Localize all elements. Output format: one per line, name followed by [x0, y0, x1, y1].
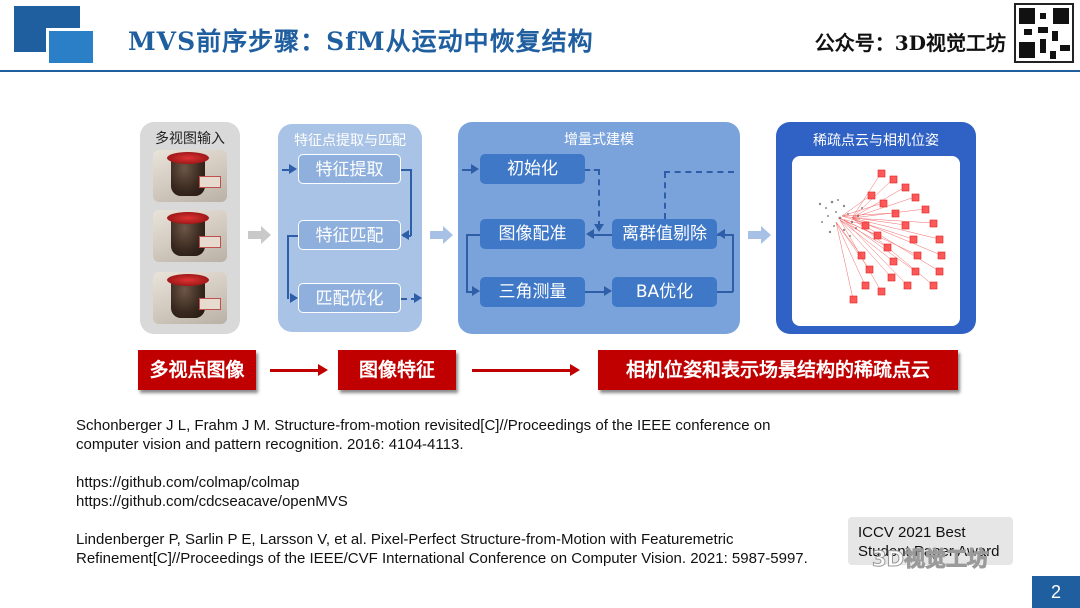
input-image-thumbnail	[153, 150, 227, 202]
award-badge: ICCV 2021 Best Student Paper Award	[848, 517, 1013, 565]
slide-title: MVS前序步骤：SfM从运动中恢复结构	[128, 27, 594, 56]
sparse-reconstruction-image	[792, 156, 960, 326]
feature-extraction-box: 特征提取	[298, 154, 401, 184]
qr-code-icon	[1014, 3, 1074, 63]
flow-box-poses-and-sparse-cloud: 相机位姿和表示场景结构的稀疏点云	[598, 350, 958, 390]
connector	[401, 169, 411, 171]
arrow-right-icon	[414, 293, 422, 303]
feature-matching-box: 特征匹配	[298, 220, 401, 250]
watermark: 3D视觉工坊	[871, 547, 989, 572]
arrow-right-icon	[471, 164, 479, 174]
connector	[717, 291, 733, 293]
connector	[466, 234, 468, 292]
reference-line: Lindenberger P, Sarlin P E, Larsson V, e…	[76, 531, 734, 548]
flow-box-image-features: 图像特征	[338, 350, 456, 390]
image-registration-box: 图像配准	[480, 219, 585, 249]
input-image-thumbnail	[153, 210, 227, 262]
arrow-left-icon	[401, 230, 409, 240]
logo-square-front	[46, 28, 96, 66]
connector	[282, 169, 290, 171]
reference-link[interactable]: https://github.com/cdcseacave/openMVS	[76, 493, 348, 510]
sparse-output-panel-label: 稀疏点云与相机位姿	[813, 133, 939, 149]
connector	[287, 235, 298, 237]
arrow-right-icon	[290, 293, 298, 303]
award-line-1: ICCV 2021 Best	[858, 524, 966, 541]
header-divider	[0, 70, 1080, 72]
connector	[594, 234, 612, 236]
arrow-right-icon	[604, 286, 612, 296]
arrow-left-icon	[717, 229, 725, 239]
connector	[598, 169, 600, 227]
incremental-panel-label: 增量式建模	[564, 132, 634, 148]
feature-panel-label: 特征点提取与匹配	[294, 133, 406, 149]
flow-arrow-icon	[270, 364, 328, 376]
connector	[462, 169, 472, 171]
connector	[466, 291, 472, 293]
connector	[401, 298, 417, 300]
camera-poses-illustration	[818, 169, 946, 304]
connector	[717, 234, 733, 236]
initialization-box: 初始化	[480, 154, 585, 184]
reference-link[interactable]: https://github.com/colmap/colmap	[76, 474, 300, 491]
connector	[466, 234, 480, 236]
reference-line: computer vision and pattern recognition.…	[76, 436, 464, 453]
connector	[585, 169, 599, 171]
reference-line: Refinement[C]//Proceedings of the IEEE/C…	[76, 550, 808, 567]
triangulation-box: 三角测量	[480, 277, 585, 307]
reference-line: Schonberger J L, Frahm J M. Structure-fr…	[76, 417, 771, 434]
arrow-right-icon	[289, 164, 297, 174]
brand-label: 公众号：3D视觉工坊	[814, 31, 1006, 55]
sparse-output-panel: 稀疏点云与相机位姿	[776, 122, 976, 334]
input-panel: 多视图输入	[140, 122, 240, 334]
page-number: 2	[1032, 576, 1080, 608]
connector	[732, 234, 734, 292]
flow-arrow-icon	[472, 364, 580, 376]
flow-box-multiview-images: 多视点图像	[138, 350, 256, 390]
connector	[410, 169, 412, 236]
arrow-left-icon	[586, 229, 594, 239]
input-panel-label: 多视图输入	[155, 131, 225, 147]
connector	[664, 172, 666, 219]
outlier-removal-box: 离群值剔除	[612, 219, 717, 249]
arrow-down-icon	[594, 224, 604, 232]
connector	[287, 235, 289, 299]
input-image-thumbnail	[153, 272, 227, 324]
connector	[585, 291, 605, 293]
match-optimization-box: 匹配优化	[298, 283, 401, 313]
bundle-adjustment-box: BA优化	[612, 277, 717, 307]
arrow-right-icon	[472, 286, 480, 296]
award-line-2: Student Paper Award	[858, 543, 1000, 560]
connector	[664, 171, 734, 173]
